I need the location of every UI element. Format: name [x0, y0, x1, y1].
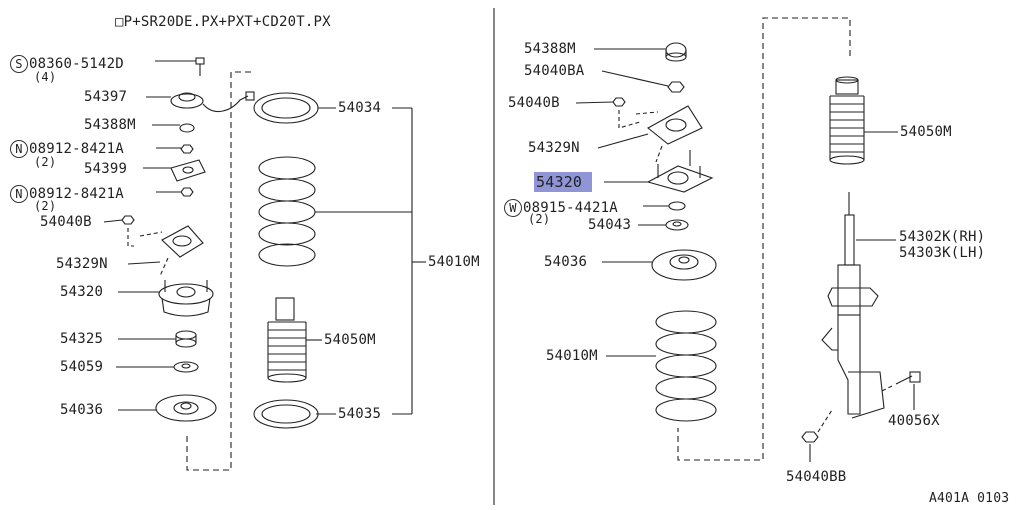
right-washer-54043-icon — [665, 219, 689, 231]
label-54388m-left[interactable]: 54388M — [84, 117, 136, 133]
left-bushing-54325-icon — [175, 330, 197, 348]
label-54036-left[interactable]: 54036 — [60, 402, 104, 418]
right-nut-54040b-icon — [612, 97, 626, 107]
left-spring-icon — [258, 156, 316, 267]
label-54035[interactable]: 54035 — [338, 406, 382, 422]
left-bolt-qty: (4) — [34, 70, 57, 84]
part-number: 08915-4421A — [523, 200, 618, 216]
left-bolt-icon — [195, 57, 205, 76]
right-mount-54320-icon — [646, 150, 714, 193]
left-nut1-qty: (2) — [34, 155, 57, 169]
washer-symbol-icon: W — [504, 199, 522, 217]
right-cap-54388m-icon — [665, 42, 687, 62]
left-insulator-54034-icon — [253, 92, 319, 124]
right-nut-54040bb-icon — [801, 409, 833, 443]
label-54040b-right[interactable]: 54040B — [508, 95, 560, 111]
left-seat-54036-icon — [155, 394, 217, 422]
left-nut2-qty: (2) — [34, 199, 57, 213]
left-nut1-icon — [180, 144, 194, 154]
label-54050m-left[interactable]: 54050M — [324, 332, 376, 348]
bolt-symbol-icon: S — [10, 55, 28, 73]
left-plate-54329n-icon — [161, 225, 204, 258]
left-plate-54399-icon — [170, 159, 206, 182]
label-54320-right-highlighted[interactable]: 54320 — [534, 172, 592, 192]
left-nut2-icon — [180, 187, 194, 197]
right-spring-icon — [655, 310, 717, 422]
left-seat-54035-icon — [253, 399, 319, 429]
label-54329n-left[interactable]: 54329N — [56, 256, 108, 272]
label-54040b-left[interactable]: 54040B — [40, 214, 92, 230]
label-54036-right[interactable]: 54036 — [544, 254, 588, 270]
part-number: 08912-8421A — [29, 141, 124, 157]
label-54059[interactable]: 54059 — [60, 359, 104, 375]
label-54010m-left[interactable]: 54010M — [428, 254, 480, 270]
right-bumper-54050m-icon — [829, 76, 865, 165]
right-seat-54036-icon — [651, 249, 717, 281]
part-number: 08360-5142D — [29, 56, 124, 72]
label-54320-left[interactable]: 54320 — [60, 284, 104, 300]
label-54034[interactable]: 54034 — [338, 100, 382, 116]
right-bolt-40056x-icon — [879, 371, 921, 393]
left-bumper-54050m-icon — [267, 297, 307, 383]
left-assembly-bracket — [186, 71, 251, 471]
label-54040ba[interactable]: 54040BA — [524, 63, 585, 79]
label-54302k[interactable]: 54302K(RH) — [899, 229, 986, 245]
label-54043[interactable]: 54043 — [588, 217, 632, 233]
label-54010m-right[interactable]: 54010M — [546, 348, 598, 364]
diagram-title: □P+SR20DE.PX+PXT+CD20T.PX — [115, 14, 331, 30]
label-54399[interactable]: 54399 — [84, 161, 128, 177]
left-upper-mount-icon — [170, 91, 255, 113]
left-washer-54059-icon — [173, 361, 199, 373]
left-mount-54320-icon — [158, 280, 214, 317]
label-54303k[interactable]: 54303K(LH) — [899, 245, 986, 261]
right-strut-icon — [821, 192, 885, 419]
right-washer-icon — [668, 201, 686, 211]
part-number: 08912-8421A — [29, 186, 124, 202]
nut-symbol-icon: N — [10, 185, 28, 203]
diagram-code: A401A 0103 — [929, 491, 1010, 506]
label-40056x[interactable]: 40056X — [888, 413, 940, 429]
right-plate-54329n-icon — [647, 105, 703, 145]
left-nut-54040b-icon — [121, 215, 135, 225]
highlight: 54320 — [534, 172, 592, 192]
right-nut-54040ba-icon — [667, 81, 685, 93]
label-54050m-right[interactable]: 54050M — [900, 124, 952, 140]
label-54325[interactable]: 54325 — [60, 331, 104, 347]
right-assembly-bracket — [677, 17, 851, 461]
label-54040bb[interactable]: 54040BB — [786, 469, 847, 485]
left-washer-54388m-icon — [179, 123, 195, 133]
right-washer-qty: (2) — [528, 212, 551, 226]
label-54388m-right[interactable]: 54388M — [524, 41, 576, 57]
label-54397[interactable]: 54397 — [84, 89, 128, 105]
label-54329n-right[interactable]: 54329N — [528, 140, 580, 156]
nut-symbol-icon: N — [10, 140, 28, 158]
